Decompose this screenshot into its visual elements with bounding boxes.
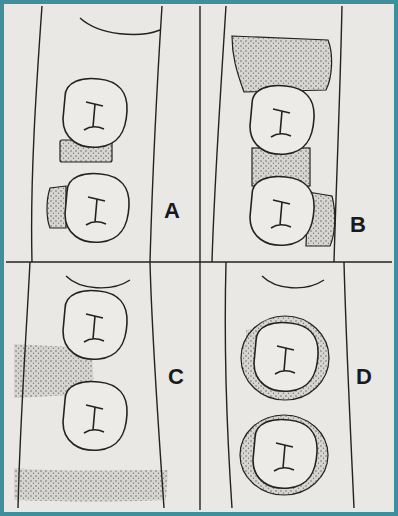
panel-d — [225, 262, 354, 508]
panel-letter: D — [356, 366, 372, 388]
panel-b — [212, 6, 342, 262]
panel-letter: C — [168, 366, 184, 388]
panel-letter: B — [350, 214, 366, 236]
panel-letter: A — [164, 200, 180, 222]
panel-a — [32, 6, 162, 262]
panel-c — [14, 262, 168, 508]
